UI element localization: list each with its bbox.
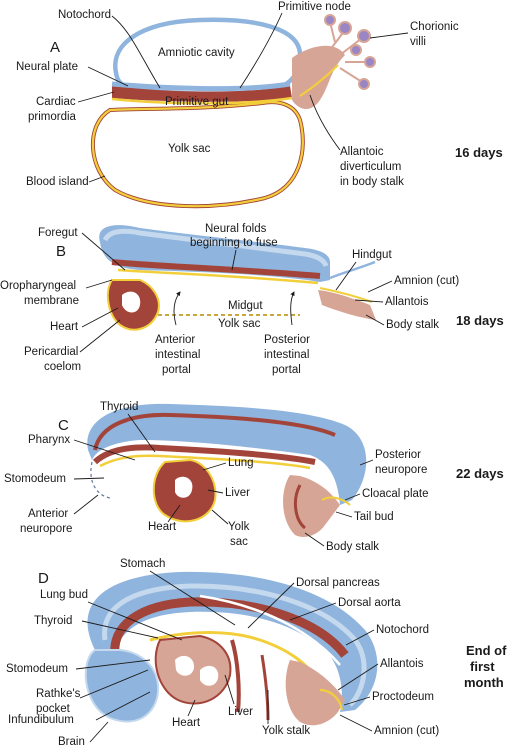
label-cloacal-plate: Cloacal plate: [362, 488, 428, 500]
label-body-stalk-c: Body stalk: [326, 541, 379, 553]
label-heart-b: Heart: [50, 321, 79, 333]
label-anterior-portal-1: Anterior: [155, 334, 195, 346]
label-allantoic-3: in body stalk: [340, 176, 404, 188]
label-pharynx: Pharynx: [28, 434, 70, 446]
label-stomodeum-d: Stomodeum: [6, 663, 68, 675]
label-posterior-neuropore-2: neuropore: [375, 464, 427, 476]
label-allantois-d: Allantois: [380, 658, 424, 670]
embryo-c-body: [87, 403, 367, 505]
label-amnion-cut-d: Amnion (cut): [374, 725, 439, 737]
label-hindgut: Hindgut: [352, 249, 392, 261]
label-yolk-sac-c-1: Yolk: [228, 521, 250, 533]
panel-letter-a: A: [50, 39, 60, 56]
label-dorsal-pancreas: Dorsal pancreas: [296, 577, 380, 589]
stage-label-a-1: 16 days: [455, 145, 503, 160]
label-yolk-sac-a: Yolk sac: [168, 143, 211, 155]
label-proctodeum: Proctodeum: [372, 691, 434, 703]
label-posterior-portal-2: intestinal: [264, 349, 309, 361]
label-posterior-neuropore-1: Posterior: [375, 449, 421, 461]
label-heart-d: Heart: [172, 717, 201, 729]
label-tail-bud: Tail bud: [354, 511, 394, 523]
body-stalk-b-shape: [318, 290, 376, 320]
label-allantois-b: Allantois: [385, 296, 429, 308]
label-amniotic-cavity: Amniotic cavity: [158, 47, 235, 59]
label-notochord-d: Notochord: [376, 624, 429, 636]
label-thyroid-d: Thyroid: [34, 615, 72, 627]
panel-c: C 22 days Thyroid Pharynx Lung Posterior…: [4, 401, 504, 553]
label-stomach: Stomach: [120, 558, 165, 570]
stage-label-d-1: End of: [466, 643, 507, 658]
label-heart-c: Heart: [148, 521, 177, 533]
brain-shape: [84, 649, 160, 723]
panel-b: B 18 days Foregut Neural folds beginning…: [0, 223, 504, 376]
panel-a: A 16 days Notochord Primitive node Chori…: [16, 1, 503, 209]
label-anterior-neuropore-1: Anterior: [28, 508, 68, 520]
label-blood-island: Blood island: [26, 176, 89, 188]
label-amnion-cut-b: Amnion (cut): [394, 275, 459, 287]
label-stomodeum-c: Stomodeum: [4, 473, 66, 485]
label-liver-c: Liver: [225, 487, 250, 499]
label-notochord-a: Notochord: [58, 9, 111, 21]
label-pericardial-1: Pericardial: [24, 346, 78, 358]
panel-letter-d: D: [38, 570, 49, 587]
label-cardiac-primordia-1: Cardiac: [36, 96, 76, 108]
label-neural-folds-2: beginning to fuse: [190, 237, 278, 249]
label-foregut: Foregut: [38, 227, 78, 239]
label-pericardial-2: coelom: [44, 361, 81, 373]
label-anterior-portal-2: intestinal: [155, 349, 200, 361]
label-yolk-stalk: Yolk stalk: [262, 725, 310, 737]
tail-d-shape: [285, 660, 345, 726]
label-dorsal-aorta: Dorsal aorta: [338, 597, 401, 609]
label-cardiac-primordia-2: primordia: [28, 111, 77, 123]
label-yolk-sac-b: Yolk sac: [218, 318, 261, 330]
label-thyroid-c: Thyroid: [100, 401, 138, 413]
label-chorionic-villi-2: villi: [410, 36, 426, 48]
label-posterior-portal-3: portal: [272, 364, 301, 376]
panel-letter-c: C: [58, 417, 69, 434]
label-anterior-portal-3: portal: [162, 364, 191, 376]
label-infundibulum: Infundibulum: [8, 714, 74, 726]
chorionic-villi-shape: [324, 14, 376, 90]
label-liver-d: Liver: [228, 706, 253, 718]
label-lung: Lung: [228, 457, 254, 469]
panel-d: D End of first month Stomach Dorsal panc…: [6, 558, 507, 748]
label-neural-plate: Neural plate: [16, 61, 78, 73]
label-oropharyngeal-2: membrane: [24, 295, 79, 307]
label-brain: Brain: [58, 736, 85, 748]
label-yolk-sac-c-2: sac: [230, 536, 248, 548]
label-anterior-neuropore-2: neuropore: [20, 523, 72, 535]
label-lung-bud: Lung bud: [40, 589, 88, 601]
label-primitive-node: Primitive node: [278, 1, 351, 13]
stage-label-c-1: 22 days: [456, 466, 504, 481]
label-oropharyngeal-1: Oropharyngeal: [0, 280, 76, 292]
stage-label-d-2: first: [470, 659, 495, 674]
label-neural-folds-1: Neural folds: [205, 223, 267, 235]
label-rathkes-1: Rathke's: [36, 688, 81, 700]
embryonic-disc: [112, 86, 292, 102]
label-primitive-gut: Primitive gut: [165, 96, 229, 108]
label-rathkes-2: pocket: [36, 703, 71, 715]
stage-label-d-3: month: [464, 675, 504, 690]
panel-letter-b: B: [56, 243, 66, 260]
label-allantoic-2: diverticulum: [340, 161, 401, 173]
label-body-stalk-b: Body stalk: [386, 319, 439, 331]
label-midgut: Midgut: [228, 300, 263, 312]
body-stalk-c-shape: [283, 475, 340, 537]
label-posterior-portal-1: Posterior: [264, 334, 310, 346]
label-chorionic-villi-1: Chorionic: [410, 21, 459, 33]
label-allantoic-1: Allantoic: [340, 146, 384, 158]
stage-label-b-1: 18 days: [456, 313, 504, 328]
body-stalk-shape: [292, 45, 345, 109]
